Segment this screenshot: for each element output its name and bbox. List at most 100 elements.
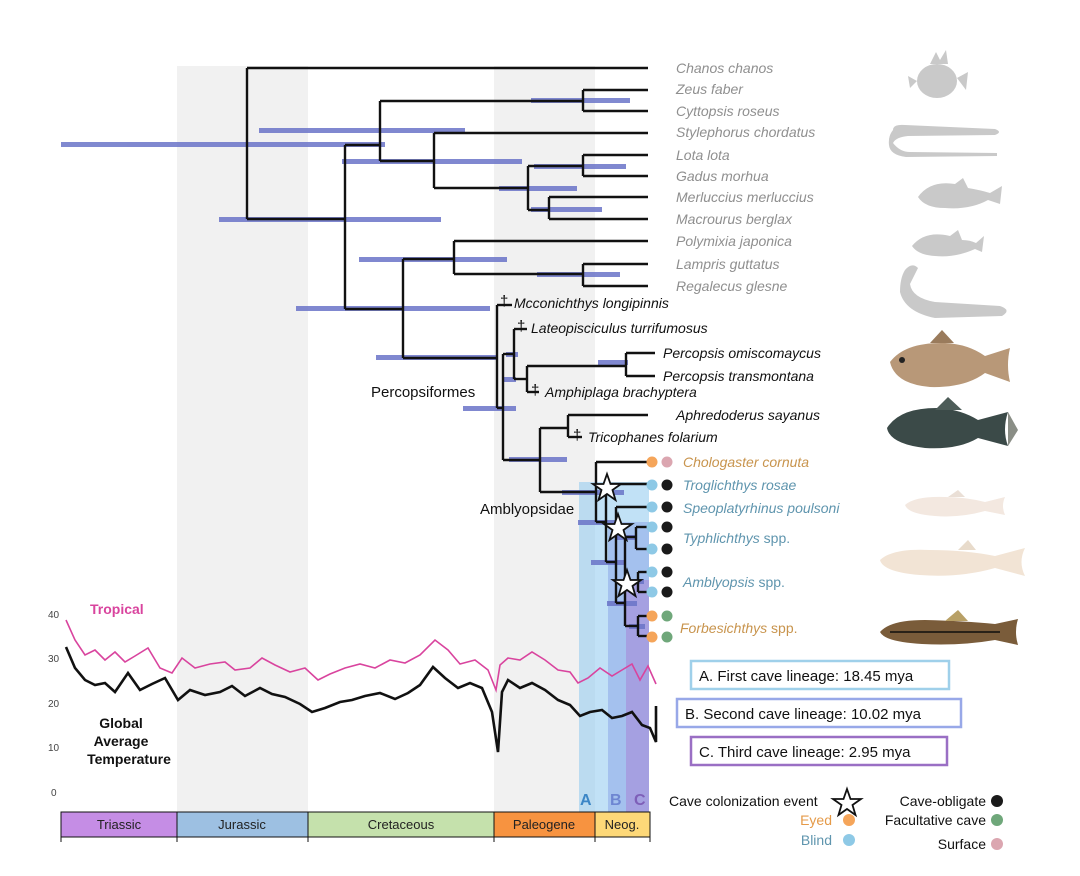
period-label: Jurassic [218,817,266,832]
taxon-label: Troglichthys rosae [683,477,797,493]
taxon-label: Lampris guttatus [676,256,780,272]
forbesichthys-illustration-icon [880,610,1018,645]
legend-blind: Blind [801,832,832,848]
surface-dot-icon [991,838,1003,850]
svg-text:Amblyopsis spp.: Amblyopsis spp. [682,574,785,590]
y-tick-label: 20 [48,699,60,710]
dagger-icon: † [531,382,539,399]
taxon-label: Chanos chanos [676,60,773,76]
star-icon [590,471,624,503]
svg-text:Global: Global [99,715,143,731]
legend-eyed: Eyed [800,812,832,828]
svg-text:C. Third cave lineage: 2.95 my: C. Third cave lineage: 2.95 mya [699,744,911,761]
stylephorus-silhouette-icon [888,124,999,157]
global-temperature-line [64,646,658,753]
svg-text:Average: Average [94,733,149,749]
band-letter-labels: A B C [580,792,646,809]
svg-text:A. First cave lineage: 18.45 m: A. First cave lineage: 18.45 mya [699,668,914,685]
taxon-label: Amphiplaga brachyptera [544,384,697,400]
taxon-label: Regalecus glesne [676,278,788,294]
star-icon [610,567,644,599]
taxon-label: Stylephorus chordatus [676,124,815,140]
legend-facultative: Facultative cave [885,812,986,828]
dagger-icon: † [573,427,581,444]
band-c [626,580,649,814]
cave-obligate-dot-icon [991,795,1003,807]
clade-label-percopsiformes: Percopsiformes [371,384,475,401]
legend-colonization: Cave colonization event [669,793,818,809]
fossil-taxa: † Mcconichthys longipinnis † Lateopiscic… [500,293,718,445]
taxon-label: Typhlichthys [683,530,760,546]
gadus-silhouette-icon [918,178,1002,209]
period-shading [177,66,595,814]
taxon-label: Speoplatyrhinus poulsoni [683,500,840,516]
taxon-label: Polymixia japonica [676,233,792,249]
period-label: Neog. [605,817,640,832]
spp-label: spp. [767,620,797,636]
outgroup-taxa: Chanos chanos Zeus faber Cyttopsis roseu… [675,60,815,294]
tree-branches [245,66,655,638]
star-icon [830,786,864,818]
clade-label-amblyopsidae: Amblyopsidae [480,501,574,518]
period-label: Triassic [97,817,142,832]
period-label: Cretaceous [368,817,435,832]
spp-label: spp. [755,574,785,590]
taxon-label: Amblyopsis [682,574,755,590]
outgroup-silhouettes [888,50,1007,318]
taxon-label: Lateopisciculus turrifumosus [531,320,708,336]
lineage-box-a: A. First cave lineage: 18.45 mya [689,659,951,691]
taxon-label: Percopsis omiscomaycus [663,345,821,361]
tropical-temperature-line [65,619,657,693]
taxon-label: Percopsis transmontana [663,368,814,384]
y-tick-label: 30 [48,654,60,665]
taxon-label: Forbesichthys [680,620,767,636]
dagger-icon: † [500,293,508,310]
amblyopsid-taxa: Chologaster cornuta Troglichthys rosae S… [680,454,840,636]
zeus-silhouette-icon [908,50,968,98]
y-tick-label: 40 [48,610,60,621]
regalecus-silhouette-icon [900,265,1007,318]
svg-text:Typhlichthys spp.: Typhlichthys spp. [683,530,790,546]
taxon-label: Aphredoderus sayanus [675,407,820,423]
tropical-label: Tropical [90,601,144,617]
aphredoderus-illustration-icon [887,397,1018,449]
spp-label: spp. [760,530,790,546]
taxon-label: Tricophanes folarium [588,429,718,445]
cavefish-illustration-2-icon [880,540,1025,576]
polymixia-silhouette-icon [912,230,984,257]
y-tick-label: 10 [48,743,60,754]
svg-text:C: C [634,792,646,809]
eyed-dot-icon [843,814,855,826]
svg-text:Temperature: Temperature [87,751,171,767]
percopsis-illustration-icon [890,330,1010,388]
taxon-label: Chologaster cornuta [683,454,809,470]
global-temperature-label: Global Average Temperature [87,715,171,767]
lineage-box-b: B. Second cave lineage: 10.02 mya [675,697,963,729]
taxon-label: Macrourus berglax [676,211,793,227]
taxon-label: Merluccius merluccius [676,189,814,205]
y-tick-label: 0 [51,788,57,799]
percopsid-taxa: Percopsis omiscomaycus Percopsis transmo… [663,345,821,423]
temperature-axis-ticks: 40 30 20 10 0 [48,610,60,799]
blind-dot-icon [843,834,855,846]
svg-text:Forbesichthys spp.: Forbesichthys spp. [680,620,798,636]
trait-dots [646,456,673,643]
lineage-box-c: C. Third cave lineage: 2.95 mya [689,735,949,767]
taxon-label: Lota lota [676,147,730,163]
svg-text:A: A [580,792,592,809]
taxon-label: Gadus morhua [676,168,769,184]
cave-colonization-star-icons [590,471,644,599]
legend: Cave colonization event Eyed Blind Cave-… [669,786,1003,852]
star-icon [601,511,635,543]
svg-text:B. Second cave lineage: 10.02: B. Second cave lineage: 10.02 mya [685,706,922,723]
taxon-label: Cyttopsis roseus [676,103,779,119]
cavefish-illustration-1-icon [905,490,1005,517]
svg-text:B: B [610,792,622,809]
geologic-timescale: Triassic Jurassic Cretaceous Paleogene N… [60,811,651,842]
taxon-label: Mcconichthys longipinnis [514,295,669,311]
facultative-dot-icon [991,814,1003,826]
dagger-icon: † [517,318,525,335]
legend-cave-obligate: Cave-obligate [900,793,987,809]
taxon-label: Zeus faber [675,81,744,97]
